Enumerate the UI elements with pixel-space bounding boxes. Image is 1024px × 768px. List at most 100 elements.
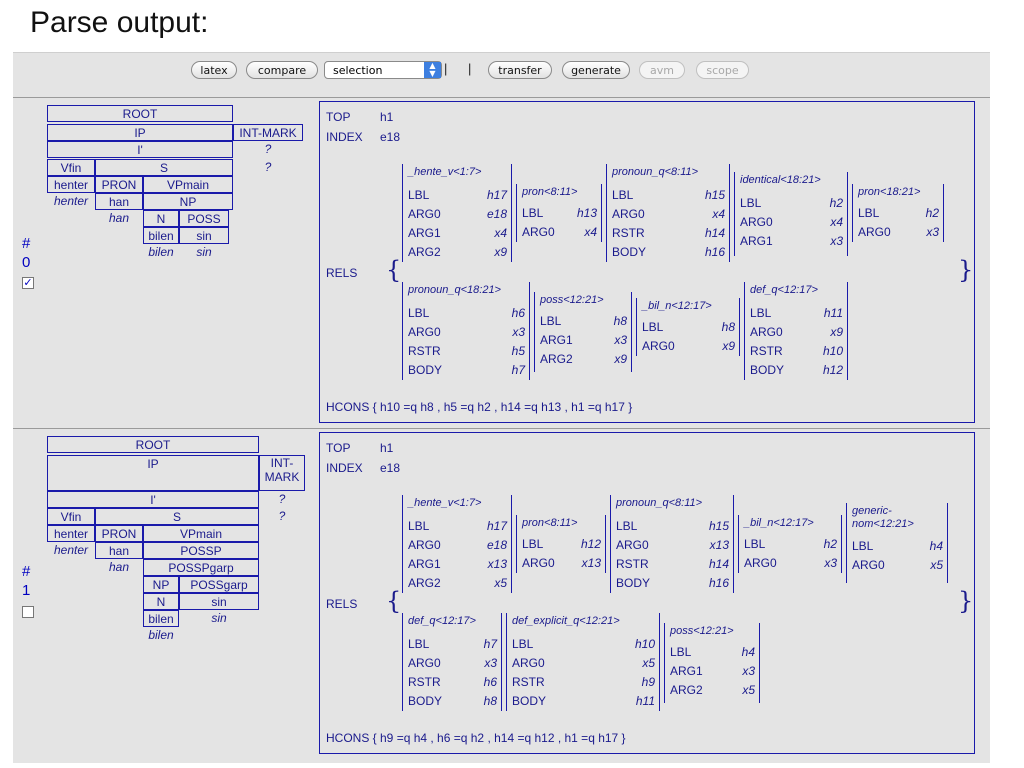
compare-button[interactable]: compare	[246, 61, 318, 79]
tree-node: INT-MARK	[259, 455, 305, 491]
feature: ARG0	[744, 556, 777, 570]
value: h8	[613, 314, 627, 328]
relation-name: pronoun_q<8:11>	[616, 497, 703, 509]
relation-name: pron<8:11>	[522, 186, 578, 198]
mrs-top-key: TOP	[326, 441, 351, 455]
mrs-box: TOP h1 INDEX e18 RELS { } _hente_v<1:7> …	[319, 101, 975, 423]
mrs-index-value: e18	[380, 461, 401, 475]
value: h11	[635, 694, 655, 708]
relation-name: _hente_v<1:7>	[408, 166, 482, 178]
tree-node: I'	[47, 141, 233, 158]
value: x5	[494, 576, 507, 590]
value: x13	[709, 538, 729, 552]
tree-node: ?	[278, 492, 286, 506]
value: x5	[930, 558, 943, 572]
value: x9	[614, 352, 627, 366]
mrs-hcons: HCONS { h10 =q h8 , h5 =q h2 , h14 =q h1…	[326, 400, 633, 414]
value: x4	[830, 215, 843, 229]
value: h14	[704, 226, 725, 240]
tree-node: PRON	[95, 176, 143, 193]
relation-name: pron<18:21>	[858, 186, 921, 198]
tree-node: VPmain	[143, 525, 259, 542]
value: x9	[722, 339, 735, 353]
feature: LBL	[744, 537, 766, 551]
feature: ARG1	[740, 234, 773, 248]
parse-checkbox[interactable]: ✓	[22, 277, 34, 289]
mrs-box: TOP h1 INDEX e18 RELS { } _hente_v<1:7> …	[319, 432, 975, 754]
relation-name: poss<12:21>	[540, 294, 604, 306]
feature: BODY	[408, 363, 443, 377]
selection-dropdown[interactable]: selection ▲▼	[324, 61, 442, 79]
generate-button[interactable]: generate	[562, 61, 630, 79]
feature: LBL	[408, 519, 430, 533]
value: h6	[483, 675, 497, 689]
rels-open-brace: {	[386, 587, 402, 615]
feature: RSTR	[408, 675, 441, 689]
tree-node: N	[143, 210, 179, 227]
tree-leaf: sin	[211, 611, 227, 625]
avm-button[interactable]: avm	[639, 61, 685, 79]
feature: LBL	[512, 637, 534, 651]
latex-button[interactable]: latex	[191, 61, 237, 79]
value: x5	[742, 683, 755, 697]
parse-checkbox[interactable]	[22, 606, 34, 618]
relation-name: _hente_v<1:7>	[408, 497, 482, 509]
scope-button[interactable]: scope	[696, 61, 749, 79]
feature: LBL	[616, 519, 638, 533]
selection-value: selection	[333, 64, 383, 77]
feature: ARG0	[858, 225, 891, 239]
updown-arrows-icon: ▲▼	[424, 62, 441, 78]
value: x4	[712, 207, 725, 221]
parse-output-panel: latex compare selection ▲▼ | | transfer …	[13, 52, 990, 763]
feature: ARG1	[670, 664, 703, 678]
tree-node: NP	[143, 193, 233, 210]
relation-name: identical<18:21>	[740, 174, 821, 186]
relation-row: ARG1 x3	[670, 664, 755, 682]
tree-node: PRON	[95, 525, 143, 542]
feature: LBL	[522, 537, 544, 551]
relation-row: BODY h7	[408, 363, 525, 381]
value: h7	[511, 363, 525, 377]
tree-leaf: han	[108, 211, 130, 225]
tree-node: I'	[47, 491, 259, 508]
transfer-button[interactable]: transfer	[488, 61, 552, 79]
tree-node: henter	[47, 176, 95, 193]
divider	[13, 428, 990, 429]
mrs-hcons: HCONS { h9 =q h4 , h6 =q h2 , h14 =q h12…	[326, 731, 626, 745]
feature: ARG2	[540, 352, 573, 366]
tree-node: Vfin	[47, 159, 95, 176]
value: x3	[742, 664, 755, 678]
tree-node: POSSPgarp	[143, 559, 259, 576]
parse-index: 0	[22, 254, 31, 271]
relation-name: poss<12:21>	[670, 625, 734, 637]
value: e18	[486, 207, 507, 221]
relation-name: generic-nom<12:21>	[852, 505, 914, 530]
feature: LBL	[612, 188, 634, 202]
value: x9	[494, 245, 507, 259]
tree-node: ?	[264, 160, 272, 174]
tree-node: S	[95, 508, 259, 525]
feature: ARG0	[522, 225, 555, 239]
value: e18	[486, 538, 507, 552]
tree-leaf: bilen	[148, 245, 174, 259]
